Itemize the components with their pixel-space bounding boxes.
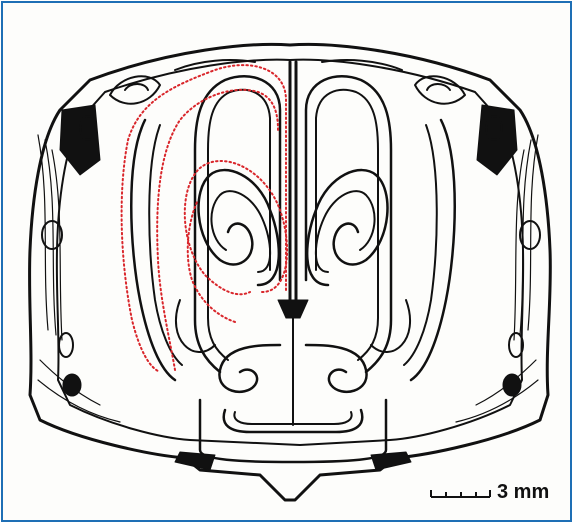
right-palatine-mark [371, 452, 411, 470]
septum-base [278, 300, 308, 318]
left-foramen [63, 374, 81, 396]
left-lower-curl [219, 345, 280, 392]
right-foramen [503, 374, 521, 396]
nasal-septum [290, 62, 296, 300]
scale-bar-label: 3 mm [497, 481, 549, 503]
right-lateral-bone [456, 135, 540, 422]
scale-bar [431, 490, 490, 497]
right-lower-curl [306, 345, 367, 392]
